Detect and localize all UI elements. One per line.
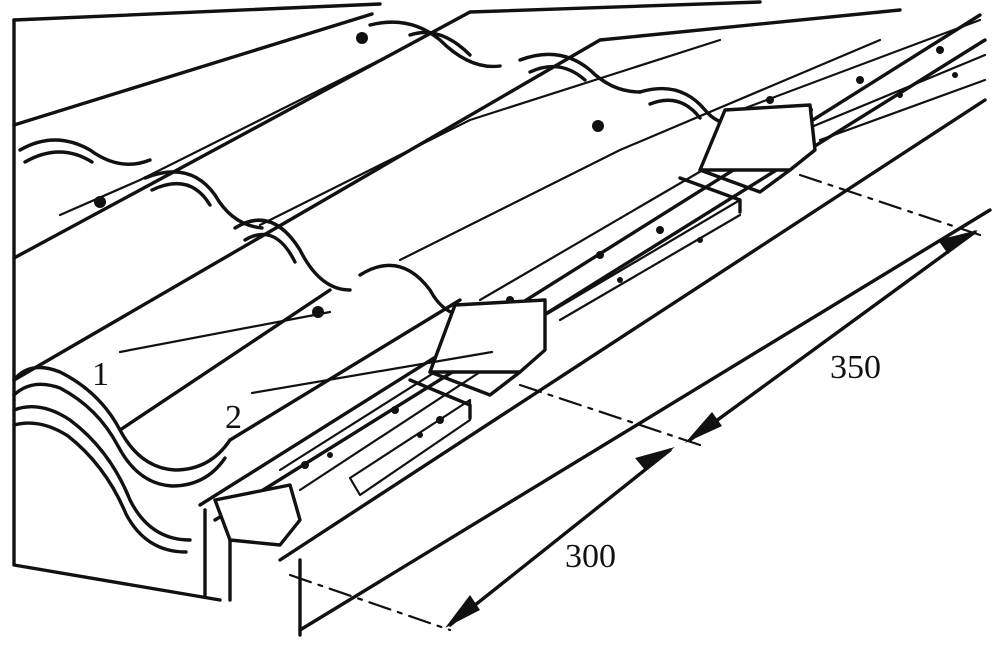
dimension-line-300 bbox=[448, 448, 672, 627]
arrowhead-icon bbox=[445, 595, 480, 628]
arrowhead-icon bbox=[938, 230, 978, 254]
dimension-label-350: 350 bbox=[830, 349, 881, 386]
dimension-line-350 bbox=[688, 230, 977, 442]
label-part-1: 1 bbox=[92, 356, 109, 393]
dimension-label-300: 300 bbox=[565, 538, 616, 575]
leader-lines bbox=[118, 310, 494, 395]
arrowhead-icon bbox=[685, 412, 722, 443]
dimension-lines bbox=[445, 230, 978, 628]
ridge-battens bbox=[198, 13, 992, 637]
ridge-blocks bbox=[213, 103, 817, 547]
arrowhead-icon bbox=[635, 447, 675, 470]
leader-line-2 bbox=[250, 350, 494, 395]
leader-line-1 bbox=[118, 310, 332, 354]
roof-tiles bbox=[12, 0, 902, 602]
label-part-2: 2 bbox=[225, 399, 242, 436]
frame-edges bbox=[12, 2, 382, 402]
extension-lines bbox=[288, 173, 982, 632]
